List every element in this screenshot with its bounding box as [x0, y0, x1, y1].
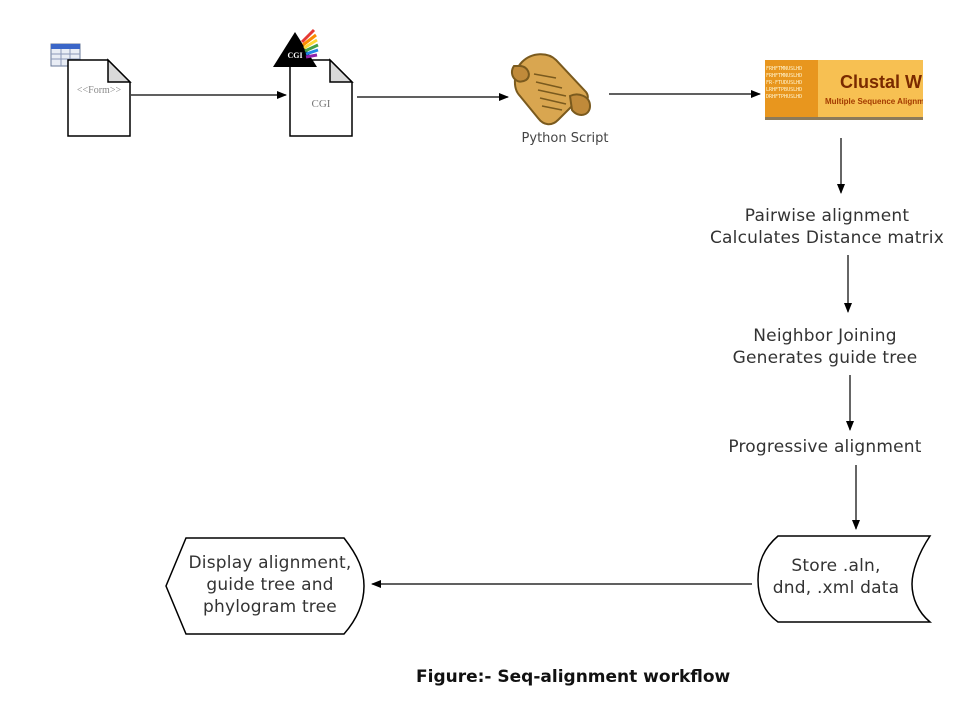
form-node: [50, 43, 132, 137]
clustal-seq-line: FRHFTMNUSLHD: [766, 66, 803, 72]
display-line3: phylogram tree: [203, 597, 337, 617]
clustal-seq-line: FRHFTMNUSLHD: [766, 73, 803, 79]
display-line1: Display alignment,: [188, 553, 352, 573]
clustal-seq-line: DRHFTPHUSLHD: [766, 94, 803, 100]
clustalw-sequences: FRHFTMNUSLHD FRHFTMNUSLHD FR-FTUDUSLHD L…: [766, 66, 818, 101]
cgi-document-icon: [289, 58, 354, 137]
store-text: Store .aln, dnd, .xml data: [756, 555, 916, 599]
pairwise-line1: Pairwise alignment: [744, 206, 910, 226]
display-shape: [165, 537, 365, 635]
pairwise-line2: Calculates Distance matrix: [709, 228, 944, 248]
form-label: <<Form>>: [76, 85, 122, 96]
python-scroll-icon: [510, 53, 592, 126]
cgi-badge: CGI: [287, 51, 303, 60]
pairwise-step: Pairwise alignment Calculates Distance m…: [696, 205, 958, 249]
cgi-node: [273, 28, 354, 137]
clustal-seq-line: FR-FTUDUSLHD: [766, 80, 803, 86]
progressive-step: Progressive alignment: [728, 437, 922, 457]
clustalw-logo: [765, 60, 923, 120]
clustalw-subtitle: Multiple Sequence Alignm: [825, 97, 923, 106]
store-line1: Store .aln,: [791, 556, 881, 576]
store-line2: dnd, .xml data: [772, 578, 900, 598]
cgi-label: CGI: [311, 98, 331, 110]
form-document-icon: [67, 58, 132, 137]
nj-line2: Generates guide tree: [732, 348, 918, 368]
cgi-prism-icon: [273, 28, 319, 67]
figure-caption: Figure:- Seq-alignment workflow: [416, 667, 731, 687]
nj-line1: Neighbor Joining: [753, 326, 897, 346]
clustalw-title: Clustal W: [840, 72, 923, 92]
display-text: Display alignment, guide tree and phylog…: [170, 552, 370, 618]
clustal-seq-line: LRHFTPBUSLHD: [766, 87, 803, 93]
python-script-label: Python Script: [521, 131, 609, 146]
display-line2: guide tree and: [206, 575, 334, 595]
store-data-shape: [757, 535, 933, 623]
nj-step: Neighbor Joining Generates guide tree: [710, 325, 940, 369]
